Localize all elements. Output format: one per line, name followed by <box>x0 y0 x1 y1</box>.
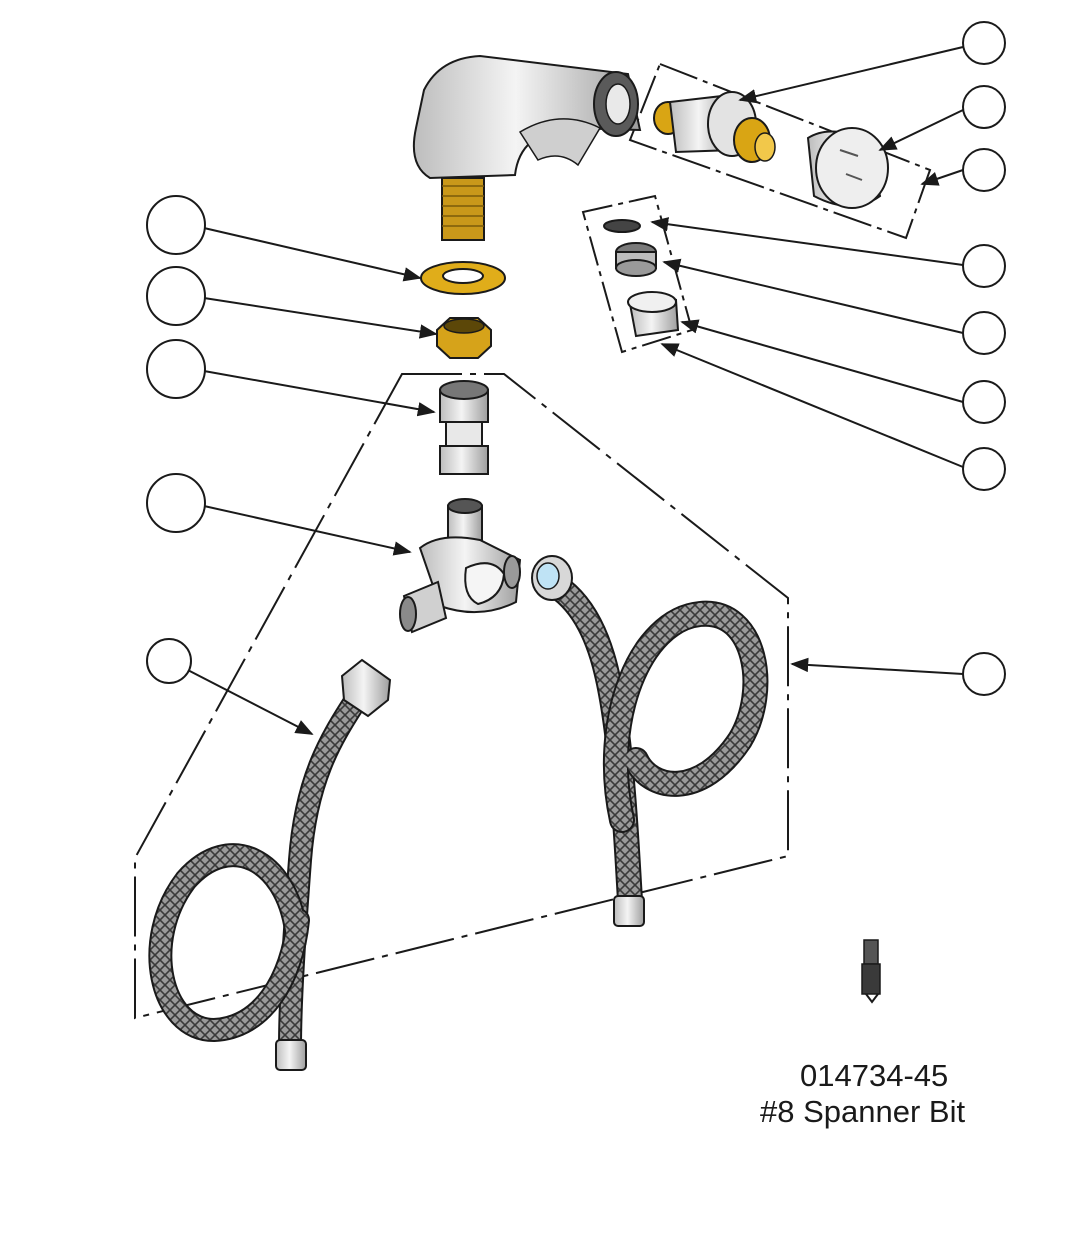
tee-fitting <box>399 498 522 634</box>
part-number-description: #8 Spanner Bit <box>760 1094 966 1129</box>
aerator-o-ring <box>603 219 641 233</box>
callout-seat-cartridge <box>962 21 1006 65</box>
brass-lock-nut <box>436 317 492 359</box>
hose-kit-boundary <box>134 373 789 1020</box>
callout-handle-cap <box>962 85 1006 129</box>
left-supply-hose <box>148 658 392 1071</box>
callout-supply-hose <box>146 638 192 684</box>
aerator-housing <box>627 291 680 338</box>
callout-washer <box>146 195 206 255</box>
brass-washer <box>420 261 506 295</box>
callout-cartridge-kit <box>962 148 1006 192</box>
handle-cap <box>806 127 889 209</box>
callout-lock-nut <box>146 266 206 326</box>
callout-aerator-housing <box>962 380 1006 424</box>
part-number-label: 014734-45 #8 Spanner Bit <box>760 1058 1060 1130</box>
callout-hose-kit <box>962 652 1006 696</box>
right-supply-hose <box>531 555 769 927</box>
part-number-code: 014734-45 <box>800 1058 949 1093</box>
leader-lines <box>179 46 964 735</box>
callout-flow-insert <box>962 311 1006 355</box>
spanner-bit <box>861 939 881 1004</box>
callout-tee-fitting <box>146 473 206 533</box>
faucet-spout <box>412 54 642 241</box>
callout-circles <box>146 21 1006 696</box>
callout-coupling <box>146 339 206 399</box>
callout-o-ring <box>962 244 1006 288</box>
aerator-flow-insert <box>615 242 657 277</box>
callout-aerator-kit <box>962 447 1006 491</box>
coupling <box>439 380 489 475</box>
cartridge-assembly <box>653 91 776 163</box>
